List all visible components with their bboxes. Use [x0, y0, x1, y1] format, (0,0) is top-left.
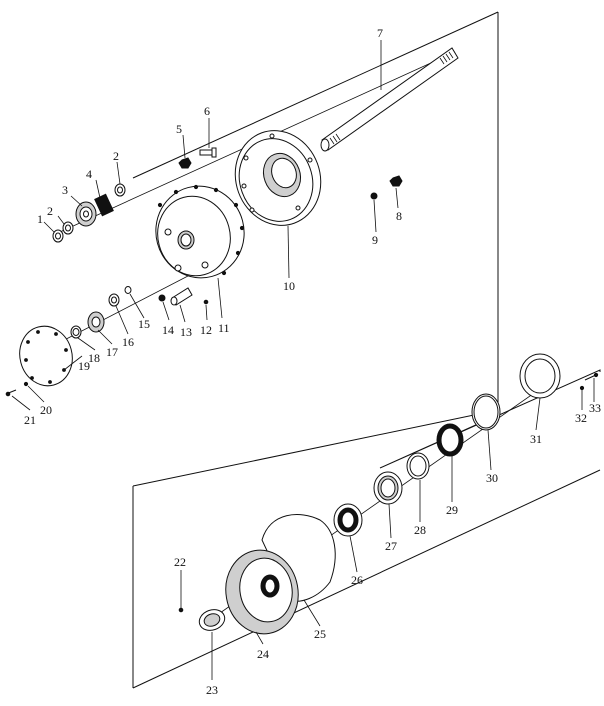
- part-21-screw: [5, 389, 17, 397]
- part-26-bearing: [333, 503, 363, 537]
- callout-2-right: 2: [113, 149, 119, 163]
- callout-19: 19: [78, 359, 90, 373]
- part-20-washer: [23, 381, 29, 387]
- part-15-washer: [124, 286, 132, 294]
- callout-3: 3: [62, 183, 68, 197]
- callout-30: 30: [486, 471, 498, 485]
- part-13-bushing: [170, 287, 193, 306]
- part-17-gear: [87, 311, 105, 333]
- frame-top-edge: [132, 11, 499, 179]
- callout-17: 17: [106, 345, 118, 359]
- callout-9: 9: [372, 233, 378, 247]
- part-32-washer: [579, 385, 585, 391]
- frame-mid-edge: [132, 409, 499, 487]
- frame-bottom-edge: [132, 469, 601, 689]
- part-19-cover-plate: [19, 325, 73, 387]
- callout-6: 6: [204, 104, 210, 118]
- callout-13: 13: [180, 325, 192, 339]
- part-12-pin: [203, 299, 209, 305]
- part-30-o-ring: [471, 393, 501, 431]
- callout-1: 1: [37, 212, 43, 226]
- part-7-shaft: [320, 47, 459, 152]
- part-4-spline-shaft: [94, 193, 114, 217]
- part-1-washer: [52, 229, 64, 243]
- part-25-cone-seal: [261, 514, 336, 602]
- callout-32: 32: [575, 411, 587, 425]
- part-5-nut: [178, 157, 192, 169]
- callout-12: 12: [200, 323, 212, 337]
- callout-7: 7: [377, 26, 383, 40]
- leader-lines: [11, 40, 595, 680]
- part-27-bearing: [373, 471, 403, 505]
- callout-2-left: 2: [47, 204, 53, 218]
- callout-5: 5: [176, 122, 182, 136]
- callout-26: 26: [351, 573, 363, 587]
- callout-8: 8: [396, 209, 402, 223]
- part-28-ring: [406, 452, 430, 480]
- callout-10: 10: [283, 279, 295, 293]
- callout-4: 4: [86, 167, 92, 181]
- callout-27: 27: [385, 539, 397, 553]
- part-11-pump-body: [155, 184, 245, 279]
- callout-21: 21: [24, 413, 36, 427]
- callout-20: 20: [40, 403, 52, 417]
- callout-23: 23: [206, 683, 218, 697]
- part-9-bolt: [370, 192, 378, 200]
- callout-16: 16: [122, 335, 134, 349]
- callout-24: 24: [257, 647, 269, 661]
- callout-18: 18: [88, 351, 100, 365]
- callout-22: 22: [174, 555, 186, 569]
- callout-28: 28: [414, 523, 426, 537]
- callout-labels: 7 6 5 2 4 3 2 1 8 9 10 11 12 13 14 15 16…: [24, 26, 601, 697]
- part-3-gear: [75, 201, 97, 227]
- callout-11: 11: [218, 321, 230, 335]
- part-14-screw: [158, 294, 166, 302]
- part-24-ring-gear: [225, 549, 299, 635]
- part-16-bushing: [108, 293, 120, 307]
- part-2-washer-left: [62, 221, 74, 235]
- part-8-nut: [389, 175, 403, 187]
- callout-25: 25: [314, 627, 326, 641]
- part-6-bolt: [199, 147, 217, 158]
- part-22-pin: [178, 607, 184, 613]
- part-18-ring: [70, 325, 82, 339]
- callout-33: 33: [589, 401, 601, 415]
- callout-14: 14: [162, 323, 174, 337]
- part-23-seal-ring: [198, 609, 226, 631]
- part-10-flange-hub: [234, 130, 322, 226]
- part-2-washer-right: [114, 183, 126, 197]
- part-29-seal: [436, 423, 464, 457]
- part-31-bearing-ring: [519, 353, 561, 399]
- callout-31: 31: [530, 432, 542, 446]
- part-33-screw: [584, 372, 599, 381]
- callout-29: 29: [446, 503, 458, 517]
- callout-15: 15: [138, 317, 150, 331]
